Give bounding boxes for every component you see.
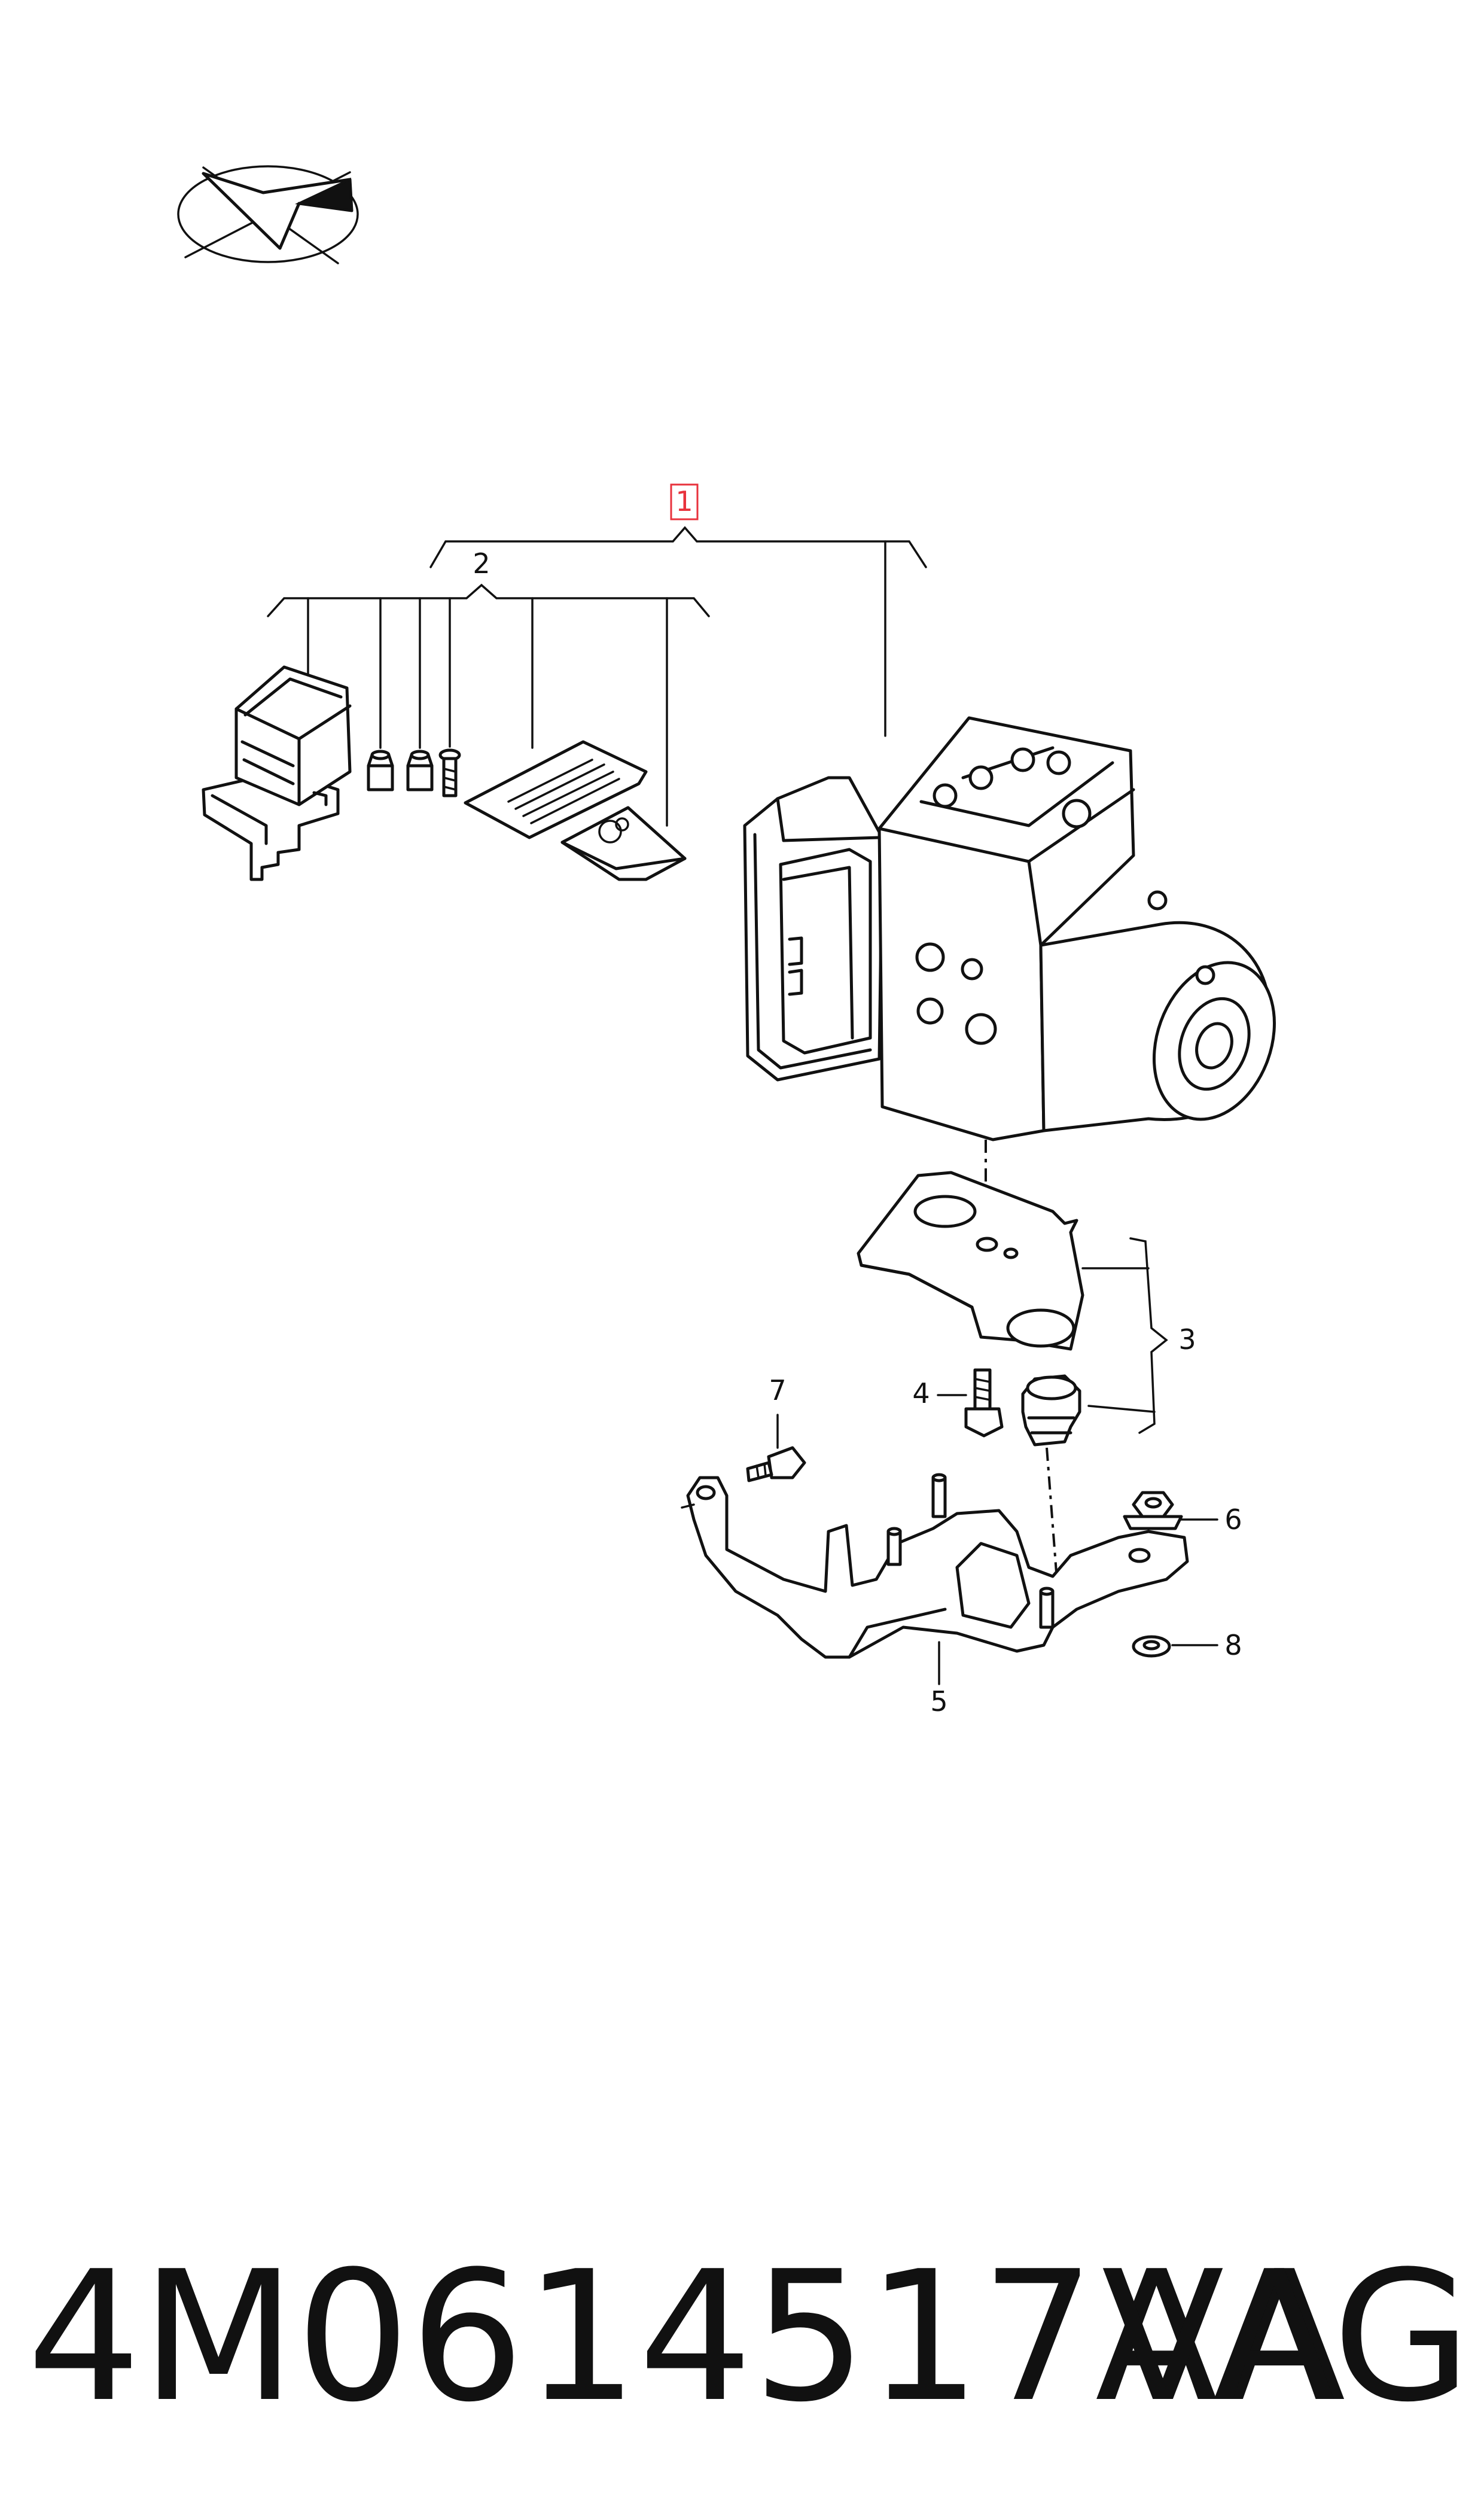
instruction-sheet-icon [464,740,648,839]
washer-icon [1132,1635,1171,1658]
callout-4[interactable]: 4 [912,1377,930,1409]
bolt-7-icon [746,1446,806,1482]
logo-icon [177,165,359,264]
lower-bracket [686,1473,1189,1659]
bracket-1 [429,526,927,568]
brand-label: VAG [1102,2233,1471,2441]
callout-3[interactable]: 3 [1178,1323,1196,1356]
callout-5[interactable]: 5 [930,1685,947,1718]
nut-icon [1123,1491,1183,1530]
damper-icon [1021,1374,1081,1447]
upper-bracket [857,1171,1084,1351]
callout-6[interactable]: 6 [1224,1503,1242,1536]
callout-8[interactable]: 8 [1224,1629,1242,1661]
callout-1[interactable]: 1 [670,483,699,520]
svg-text:1: 1 [675,485,693,517]
screw-icon [367,750,394,791]
screw-icon-2 [406,750,434,791]
callout-2[interactable]: 2 [473,547,490,580]
seal-packet-icon [560,806,687,881]
bolt-4-icon [964,1368,1004,1438]
part-number: 4M0614517AA [27,2233,1346,2441]
leader-7-dash [681,1503,695,1509]
control-unit [202,665,352,881]
abs-hydraulic-unit [743,716,1276,1141]
port-icon [915,747,1092,1045]
bolt-icon [438,748,461,797]
callout-7[interactable]: 7 [769,1374,786,1406]
axis-line-2 [1046,1447,1060,1604]
bracket-3 [1081,1237,1168,1434]
bracket-2 [267,583,710,617]
stud-icon [886,1473,1055,1629]
